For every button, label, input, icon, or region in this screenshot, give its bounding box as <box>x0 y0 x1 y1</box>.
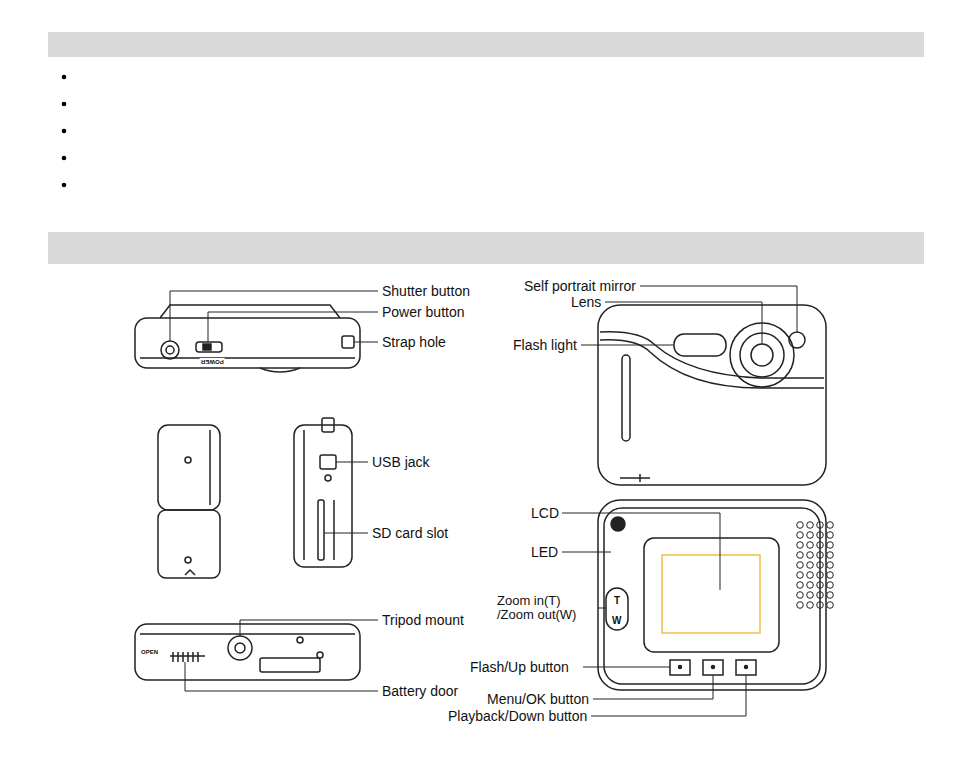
printed-marking: OPEN <box>140 649 159 656</box>
part-label: LCD <box>531 506 559 521</box>
part-label: Playback/Down button <box>448 709 587 724</box>
part-label: Strap hole <box>382 335 446 350</box>
left-side-view <box>158 425 220 578</box>
printed-marking: T <box>613 595 621 606</box>
bottom-view <box>135 624 360 680</box>
printed-marking: W <box>611 615 622 626</box>
lcd-screen <box>662 555 760 633</box>
part-label: Power button <box>382 305 465 320</box>
printed-marking: POWER <box>200 358 225 365</box>
part-label: Shutter button <box>382 284 470 299</box>
section-bar <box>48 232 924 264</box>
part-label: Flash light <box>513 338 577 353</box>
section-bar <box>48 32 924 57</box>
part-label: Menu/OK button <box>487 692 589 707</box>
part-label: Zoom in(T) /Zoom out(W) <box>497 594 597 622</box>
leader-line <box>170 286 797 716</box>
back-view <box>598 500 835 690</box>
top-view <box>135 305 360 372</box>
part-label: Self portrait mirror <box>524 279 636 294</box>
part-label: SD card slot <box>372 526 448 541</box>
front-view <box>598 305 826 485</box>
part-label: USB jack <box>372 455 430 470</box>
part-label: Lens <box>571 295 601 310</box>
right-side-view <box>294 418 352 567</box>
bullet <box>62 75 67 188</box>
part-label: Tripod mount <box>382 613 464 628</box>
part-label: Battery door <box>382 684 458 699</box>
part-label: LED <box>531 545 558 560</box>
part-label: Flash/Up button <box>470 660 569 675</box>
